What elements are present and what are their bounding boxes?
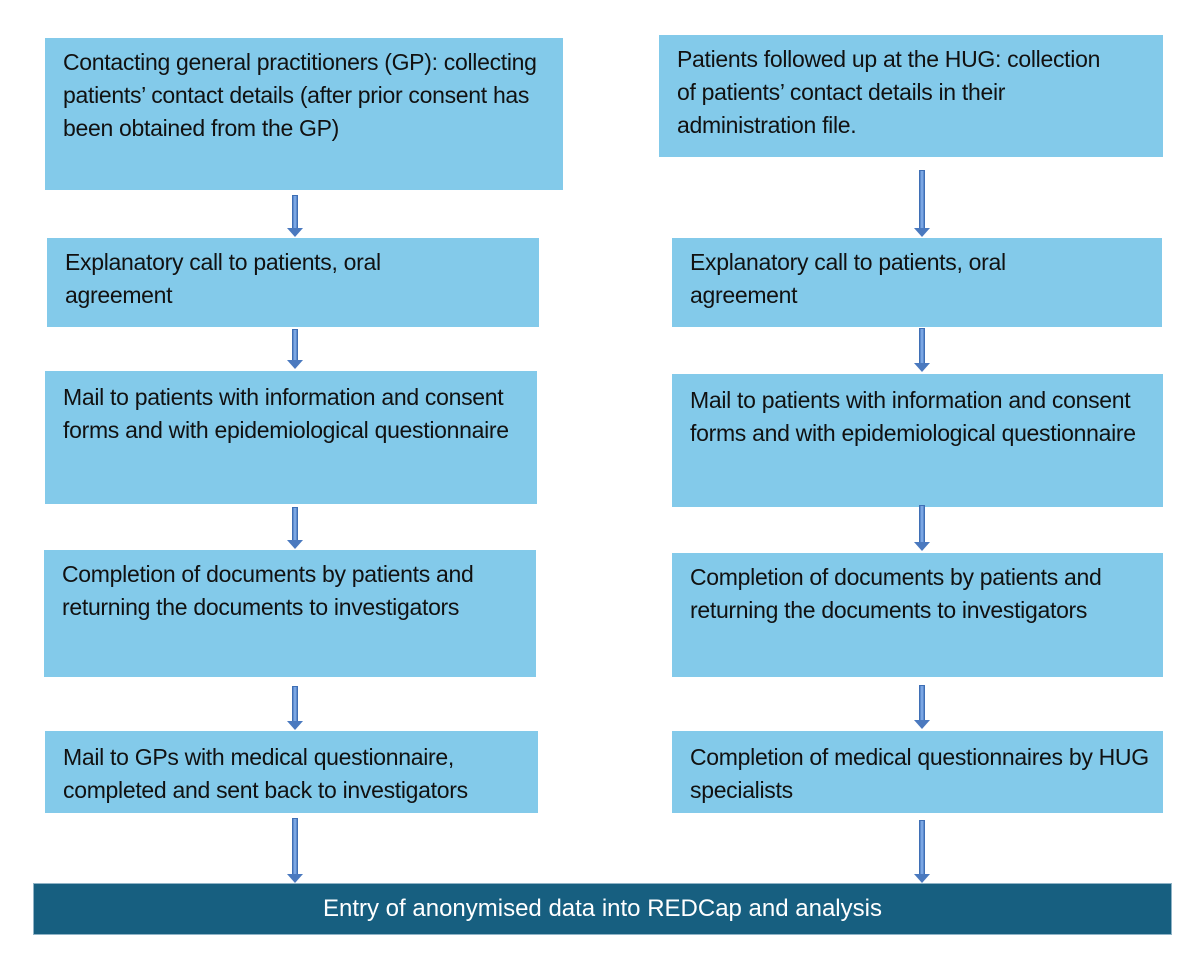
right-step-1: Patients followed up at the HUG: collect… [659,35,1163,157]
arrow-down-icon [914,685,930,729]
arrow-down-icon [287,195,303,237]
arrow-down-icon [287,686,303,730]
right-step-2: Explanatory call to patients, oral agree… [672,238,1162,327]
right-step-5: Completion of medical questionnaires by … [672,731,1163,813]
arrow-down-icon [287,818,303,883]
final-step: Entry of anonymised data into REDCap and… [33,883,1172,935]
right-step-4: Completion of documents by patients and … [672,553,1163,677]
arrow-down-icon [287,507,303,549]
arrow-down-icon [287,329,303,369]
right-step-3: Mail to patients with information and co… [672,374,1163,507]
left-step-1: Contacting general practitioners (GP): c… [45,38,563,190]
arrow-down-icon [914,328,930,372]
arrow-down-icon [914,505,930,551]
left-step-5: Mail to GPs with medical questionnaire, … [45,731,538,813]
left-step-3: Mail to patients with information and co… [45,371,537,504]
left-step-4: Completion of documents by patients and … [44,550,536,677]
arrow-down-icon [914,820,930,883]
arrow-down-icon [914,170,930,237]
left-step-2: Explanatory call to patients, oral agree… [47,238,539,327]
